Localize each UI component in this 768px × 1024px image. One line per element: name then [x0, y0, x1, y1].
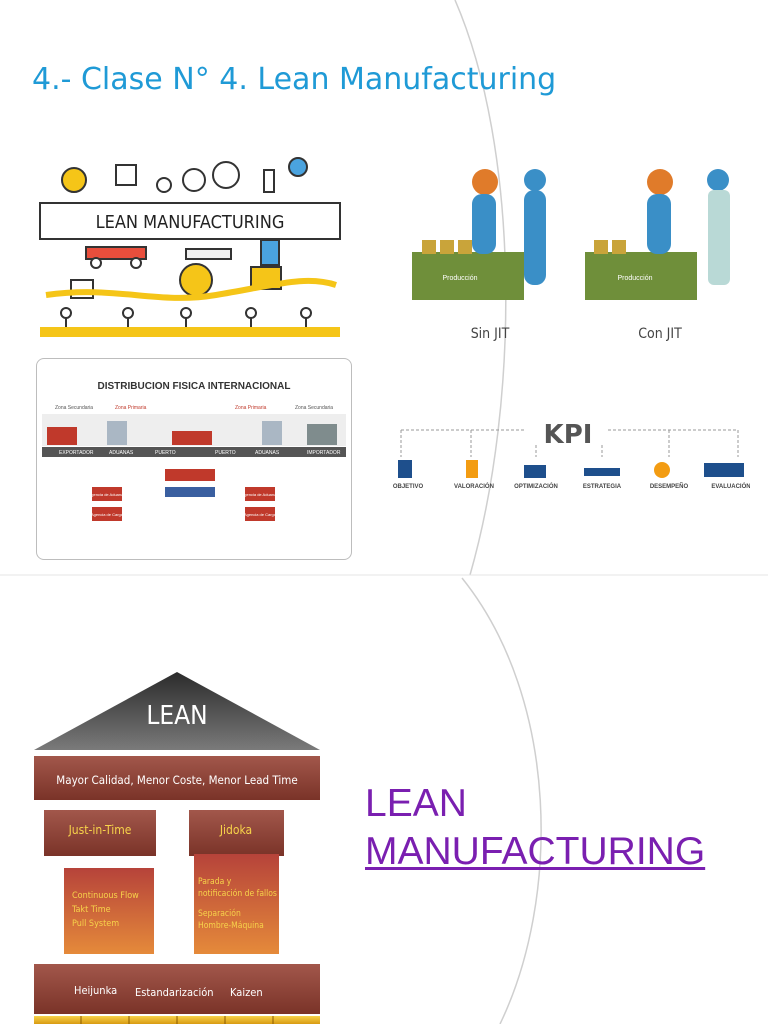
- pillar-left-detail: Pull System: [72, 919, 119, 929]
- dfi-diagram: DISTRIBUCION FISICA INTERNACIONAL Zona S…: [36, 358, 352, 560]
- dfi-flow-step: PUERTO: [215, 450, 236, 456]
- dfi-zone: Zona Primaria: [115, 405, 147, 411]
- kpi-title: KPI: [544, 420, 593, 450]
- kpi-diagram: KPI OBJETIVO VALORACIÓN OPTIMIZACIÓN EST…: [386, 405, 750, 515]
- house-roof-label: LEAN: [146, 701, 207, 731]
- kpi-item: VALORACIÓN: [454, 482, 494, 490]
- pillar-left-detail: Takt Time: [71, 905, 111, 915]
- dfi-flow-step: ADUANAS: [255, 450, 280, 456]
- dfi-flow-step: EXPORTADOR: [59, 450, 94, 456]
- pillar-right-label: Jidoka: [219, 823, 252, 837]
- pillar-left-detail: Continuous Flow: [72, 891, 139, 901]
- pillar-right-detail: notificación de fallos: [198, 888, 277, 899]
- lean-title-line1: LEAN: [365, 782, 467, 825]
- dfi-agency: Agencia de Aduanas: [242, 492, 279, 497]
- pillar-left-label: Just-in-Time: [68, 823, 132, 837]
- sin-jit-caption: Sin JIT: [471, 326, 510, 342]
- kpi-item: DESEMPEÑO: [650, 483, 689, 490]
- kpi-item: OPTIMIZACIÓN: [514, 482, 558, 490]
- lean-manufacturing-title: LEAN MANUFACTURING: [365, 780, 705, 875]
- foundation-item: Estandarización: [135, 986, 214, 999]
- house-beam-label: Mayor Calidad, Menor Coste, Menor Lead T…: [56, 773, 297, 787]
- jit-box-label-left: Producción: [442, 275, 477, 282]
- dfi-agency: Agencia de Aduanas: [89, 492, 126, 497]
- dfi-agency: Agencia de Carga: [91, 512, 124, 517]
- lean-manufacturing-illustration: LEAN MANUFACTURING: [36, 155, 348, 345]
- foundation-item: Heijunka: [74, 984, 117, 997]
- foundation-item: Kaizen: [230, 986, 263, 999]
- lean-title-line2[interactable]: MANUFACTURING: [365, 829, 706, 873]
- dfi-agency: Agencia de Carga: [244, 512, 277, 517]
- pillar-right-detail: Hombre-Máquina: [198, 921, 264, 931]
- dfi-flow-step: ADUANAS: [109, 450, 134, 456]
- kpi-item: OBJETIVO: [393, 484, 424, 490]
- dfi-zone: Zona Secundaria: [295, 405, 333, 411]
- banner-label: LEAN MANUFACTURING: [96, 212, 285, 233]
- slide-title: 4.- Clase N° 4. Lean Manufacturing: [32, 62, 557, 97]
- pillar-right-detail: Separación: [198, 908, 241, 919]
- dfi-zone: Zona Primaria: [235, 405, 267, 411]
- pillar-right-detail: Parada y: [198, 877, 232, 887]
- kpi-item: EVALUACIÓN: [711, 482, 750, 490]
- dfi-flow-step: PUERTO: [155, 450, 176, 456]
- jit-box-label-right: Producción: [617, 275, 652, 282]
- dfi-zone: Zona Secundaria: [55, 405, 93, 411]
- jit-illustration: Producción Sin JIT Producción Con JIT: [410, 160, 750, 350]
- kpi-item: ESTRATEGIA: [583, 484, 622, 490]
- con-jit-caption: Con JIT: [638, 326, 682, 342]
- dfi-flow-step: IMPORTADOR: [307, 450, 341, 456]
- dfi-title: DISTRIBUCION FISICA INTERNACIONAL: [98, 381, 291, 392]
- lean-house-diagram: LEAN Mayor Calidad, Menor Coste, Menor L…: [34, 672, 320, 1024]
